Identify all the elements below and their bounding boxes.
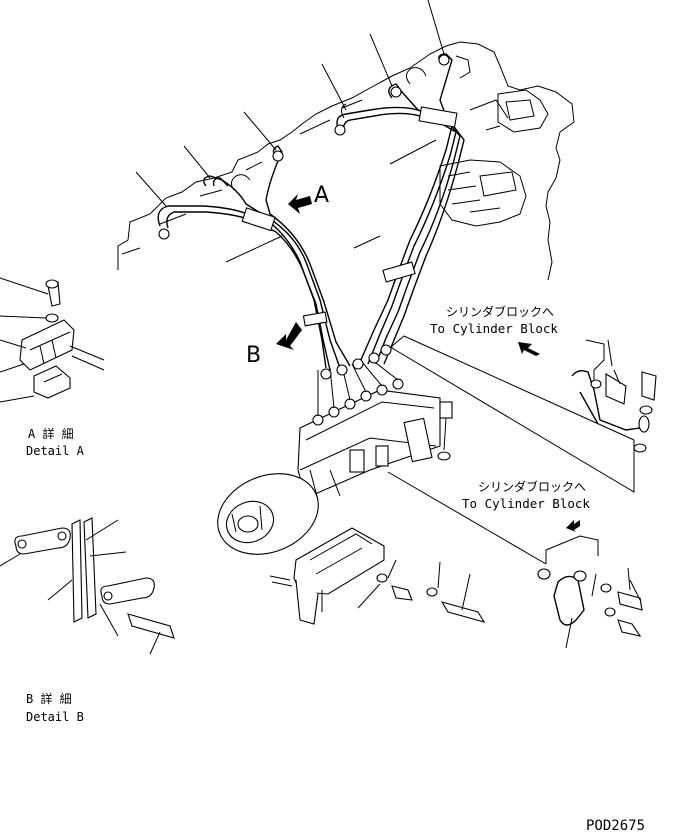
callout-arrow-b [276,322,302,350]
callout-a-label: A [314,183,329,208]
to-block-lower-en: To Cylinder Block [462,496,590,511]
return-line-lower [387,471,643,649]
callout-arrow-a [288,194,312,214]
pump-bracket [269,527,385,625]
bracket-bolts [357,401,486,623]
detail-b-en: Detail B [26,710,84,724]
arrow-to-cylinder-block-lower [566,520,580,532]
detail-a-jp: A 詳 細 [28,426,74,441]
detail-b-drawing [0,517,175,655]
detail-a-en: Detail A [26,444,85,458]
engine-block-outline [117,41,575,281]
injection-pipes-left [157,145,351,371]
to-block-lower-jp: シリンダブロックへ [478,479,586,494]
detail-b-jp: B 詳 細 [26,691,72,706]
injection-pump [217,344,441,555]
leader-lines-top [135,0,445,207]
to-block-upper-jp: シリンダブロックへ [446,304,554,319]
arrow-to-cylinder-block-upper [518,342,540,356]
detail-a-drawing [0,277,105,403]
return-line-upper [391,335,657,493]
drawing-code: POD2675 [586,818,645,834]
to-block-upper-en: To Cylinder Block [430,321,558,336]
injection-pipes-right [334,53,465,365]
callout-b-label: B [246,343,261,368]
